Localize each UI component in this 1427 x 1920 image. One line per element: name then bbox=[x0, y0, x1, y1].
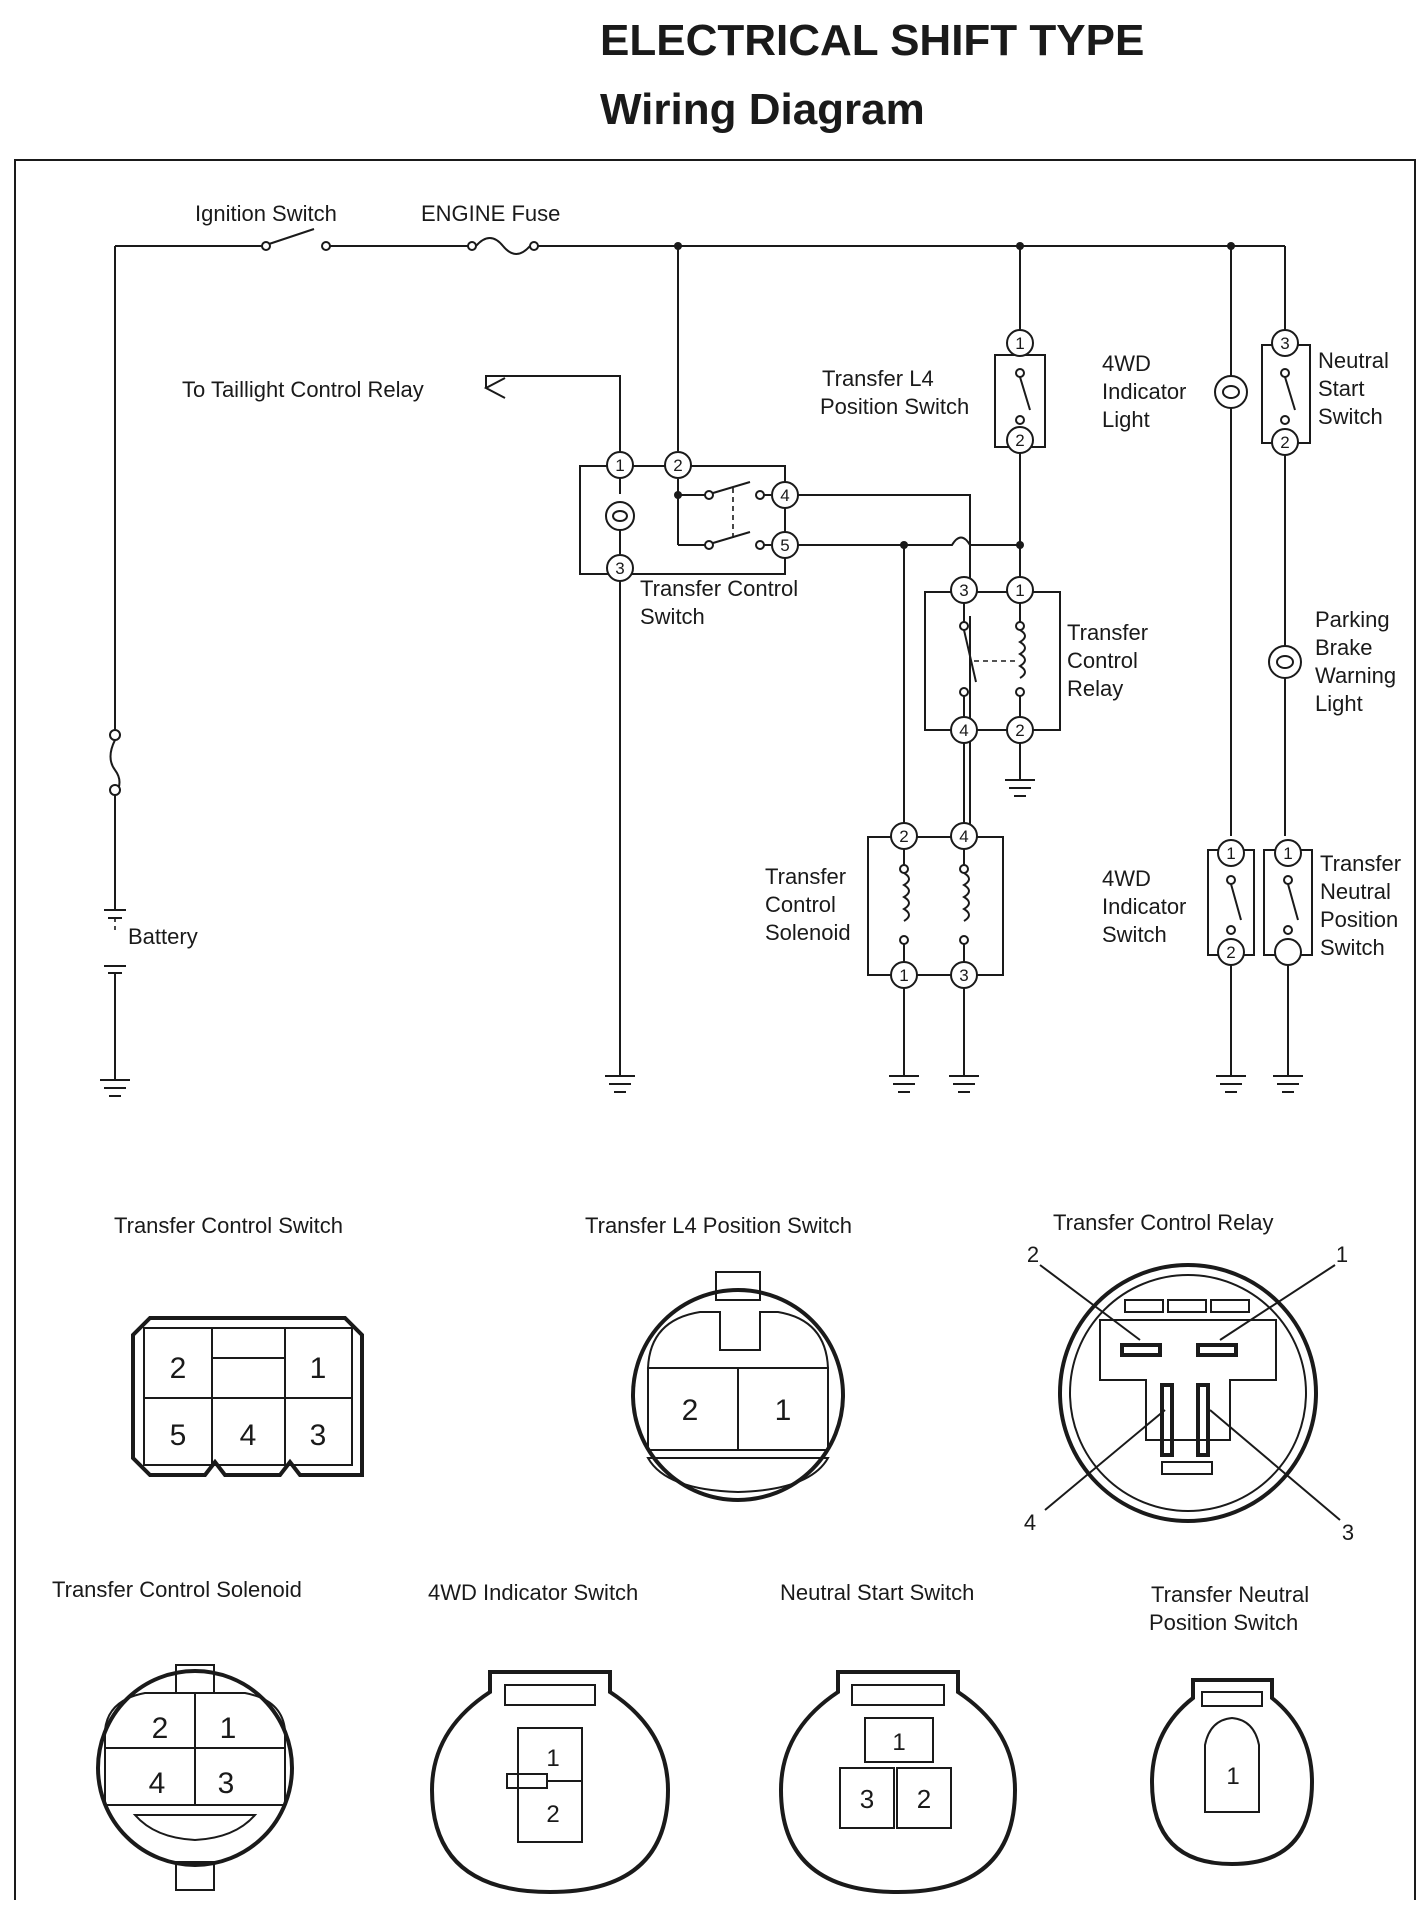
connector-pin: 2 bbox=[682, 1394, 699, 1427]
l4-switch-label: Transfer L4 Position Switch bbox=[820, 366, 969, 419]
transfer-control-switch-label: Transfer Control Switch bbox=[640, 576, 804, 629]
neutral-position-switch: 1 bbox=[1263, 839, 1313, 1076]
transfer-control-switch: 1 2 4 5 3 bbox=[579, 246, 799, 1076]
battery-label: Battery bbox=[128, 924, 198, 949]
relay-pin-label: 3 bbox=[1342, 1520, 1354, 1545]
page-subtitle: Wiring Diagram bbox=[600, 85, 925, 134]
connector-pin: 1 bbox=[892, 1729, 905, 1756]
connector-title: Transfer L4 Position Switch bbox=[585, 1213, 852, 1238]
connector-pin: 3 bbox=[860, 1784, 874, 1814]
pin-number: 2 bbox=[1015, 721, 1024, 740]
solenoid-label: Transfer Control Solenoid bbox=[765, 864, 852, 945]
main-bus bbox=[115, 228, 1286, 336]
ignition-switch-label: Ignition Switch bbox=[195, 201, 337, 226]
pin-number: 2 bbox=[1015, 431, 1024, 450]
transfer-control-solenoid: 2 4 1 3 bbox=[867, 822, 1004, 1076]
connector-pin: 2 bbox=[170, 1352, 187, 1385]
connector-title: Transfer Control Switch bbox=[114, 1213, 343, 1238]
connector-pin: 2 bbox=[546, 1801, 559, 1828]
pin-number: 1 bbox=[1283, 844, 1292, 863]
connector-title: Transfer Control Relay bbox=[1053, 1210, 1273, 1235]
connector-pin: 3 bbox=[218, 1767, 235, 1800]
pin-number: 3 bbox=[959, 966, 968, 985]
pin-number: 4 bbox=[959, 721, 968, 740]
connector-pin: 1 bbox=[310, 1352, 327, 1385]
indicator-light-label: 4WD Indicator Light bbox=[1102, 351, 1193, 432]
connector-pin: 3 bbox=[310, 1419, 327, 1452]
connector-pin: 4 bbox=[240, 1419, 257, 1452]
battery-circuit bbox=[100, 246, 130, 1097]
pin-number: 3 bbox=[1280, 334, 1289, 353]
neutral-start-connector bbox=[778, 1670, 1018, 1895]
relay-pin-label: 2 bbox=[1027, 1242, 1039, 1267]
connector-pin: 1 bbox=[220, 1712, 237, 1745]
pin-number: 3 bbox=[615, 559, 624, 578]
parking-brake-label: Parking Brake Warning Light bbox=[1315, 607, 1402, 716]
pin-number: 3 bbox=[959, 581, 968, 600]
relay-label: Transfer Control Relay bbox=[1067, 620, 1154, 701]
transfer-control-relay: 3 1 4 2 bbox=[924, 576, 1061, 824]
pin-number: 4 bbox=[780, 486, 789, 505]
indicator-switch-label: 4WD Indicator Switch bbox=[1102, 866, 1193, 947]
pin-number: 1 bbox=[1015, 581, 1024, 600]
transfer-l4-switch: 1 2 bbox=[994, 246, 1046, 590]
neutral-position-connector bbox=[1149, 1678, 1315, 1867]
relay-leader-lines bbox=[1039, 1264, 1341, 1521]
taillight-arrow bbox=[483, 375, 621, 458]
neutral-start-label: Neutral Start Switch bbox=[1318, 348, 1395, 429]
control-switch-connector bbox=[131, 1316, 364, 1477]
indicator-switch-connector bbox=[429, 1670, 671, 1895]
solenoid-connector bbox=[96, 1664, 294, 1891]
connector-title: Transfer Neutral Position Switch bbox=[1149, 1582, 1315, 1635]
pin-number: 1 bbox=[899, 966, 908, 985]
taillight-label: To Taillight Control Relay bbox=[182, 377, 424, 402]
connector-pin: 5 bbox=[170, 1419, 187, 1452]
connector-pin: 4 bbox=[149, 1767, 166, 1800]
relay-pin-label: 1 bbox=[1336, 1242, 1348, 1267]
control-wires bbox=[798, 494, 1024, 824]
pin-number: 1 bbox=[1226, 844, 1235, 863]
pin-number: 2 bbox=[1226, 943, 1235, 962]
pin-number: 1 bbox=[1015, 334, 1024, 353]
connector-title: Transfer Control Solenoid bbox=[52, 1577, 302, 1602]
page-title: ELECTRICAL SHIFT TYPE bbox=[600, 16, 1144, 65]
connector-pin: 1 bbox=[546, 1745, 559, 1772]
neutral-start-switch: 3 2 bbox=[1261, 329, 1311, 646]
pin-number: 2 bbox=[673, 456, 682, 475]
connector-pin: 1 bbox=[1226, 1763, 1239, 1790]
pin-number: 4 bbox=[959, 827, 968, 846]
relay-pin-label: 4 bbox=[1024, 1510, 1036, 1535]
control-relay-connector bbox=[1058, 1263, 1318, 1523]
parking-brake-light bbox=[1268, 645, 1302, 836]
indicator-switch: 1 2 bbox=[1207, 839, 1255, 1076]
ground-symbols bbox=[605, 1075, 1303, 1093]
pin-number: 2 bbox=[1280, 433, 1289, 452]
indicator-light bbox=[1214, 246, 1248, 836]
connector-title: Neutral Start Switch bbox=[780, 1580, 974, 1605]
pin-number: 1 bbox=[615, 456, 624, 475]
pin-number: 5 bbox=[780, 536, 789, 555]
l4-switch-connector bbox=[631, 1271, 845, 1502]
pin-number: 2 bbox=[899, 827, 908, 846]
engine-fuse-label: ENGINE Fuse bbox=[421, 201, 560, 226]
connector-title: 4WD Indicator Switch bbox=[428, 1580, 638, 1605]
frame bbox=[14, 159, 1416, 1900]
neutral-position-label: Transfer Neutral Position Switch bbox=[1320, 851, 1407, 960]
connector-pin: 2 bbox=[152, 1712, 169, 1745]
connector-pin: 1 bbox=[775, 1394, 792, 1427]
connector-pin: 2 bbox=[917, 1784, 931, 1814]
